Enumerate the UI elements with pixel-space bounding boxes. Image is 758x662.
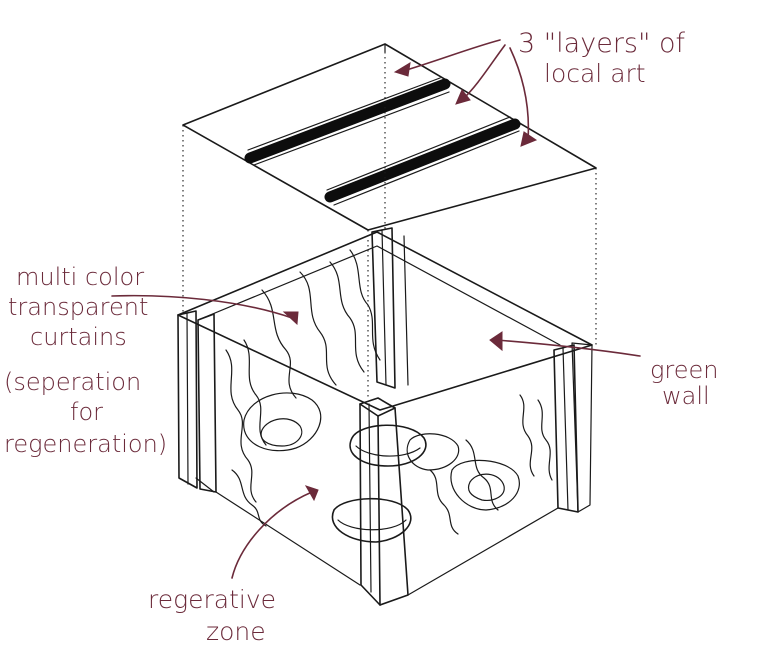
label-green-line1: green	[650, 356, 718, 384]
label-layers-line2: local art	[544, 59, 646, 88]
label-zone-line1: regerative	[148, 585, 276, 614]
roof-plane	[183, 44, 596, 230]
label-layers-line1: 3 "layers" of	[518, 28, 686, 59]
label-curtains-line4: (seperation	[4, 368, 141, 396]
pavilion-frame	[178, 228, 592, 605]
label-zone-line2: zone	[206, 617, 266, 646]
label-curtains-line1: multi color	[16, 263, 144, 291]
label-curtains-line5: for	[70, 398, 103, 426]
seating-pods	[244, 393, 520, 542]
label-green-line2: wall	[662, 382, 710, 410]
art-layer-band-1	[250, 84, 445, 158]
label-curtains-line2: transparent	[8, 293, 148, 321]
curtains	[226, 250, 552, 534]
art-layer-band-2	[330, 124, 515, 197]
label-curtains-line3: curtains	[30, 323, 127, 351]
label-curtains-line6: regeneration)	[4, 430, 167, 458]
